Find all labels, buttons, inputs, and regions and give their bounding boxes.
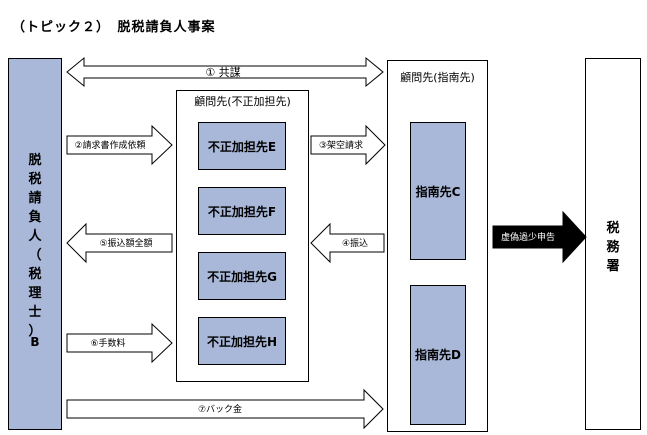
false-report-label: 虚偽過少申告	[501, 231, 555, 243]
tax-evasion-broker-box: 脱 税 請 負 人 （ 税 理 士 ） B	[8, 58, 62, 430]
full-transfer-label: ⑤振込額全額	[99, 237, 152, 249]
fee-label: ⑥手数料	[90, 337, 125, 349]
broker-name: B	[30, 335, 40, 349]
client-c: 指南先C	[410, 122, 466, 260]
intermediary-e: 不正加担先E	[198, 122, 286, 170]
intermediary-group-header: 顧問先(不正加担先)	[194, 95, 291, 108]
kickback-label: ⑦バック金	[198, 403, 242, 415]
invoice-request-label: ②請求書作成依頼	[74, 139, 145, 151]
conspiracy-label: ① 共謀	[205, 65, 240, 79]
transfer-label: ④振込	[342, 237, 368, 249]
broker-label: 脱 税 請 負 人 （ 税 理 士 ）	[28, 153, 42, 339]
fee-arrow	[66, 322, 173, 364]
transfer-arrow	[310, 222, 385, 264]
kickback-arrow	[66, 388, 384, 430]
intermediary-f: 不正加担先F	[198, 187, 286, 235]
full-transfer-arrow	[66, 222, 173, 264]
false-report-arrow	[492, 210, 587, 264]
page-title: （トピック２） 脱税請負人事案	[12, 20, 216, 35]
conspiracy-arrow	[66, 56, 384, 88]
client-group-header: 顧問先(指南先)	[400, 71, 475, 84]
client-d: 指南先D	[410, 285, 466, 425]
fake-billing-label: ③架空請求	[319, 139, 363, 151]
invoice-request-arrow	[66, 124, 173, 166]
tax-office-box: 税 務 署	[585, 58, 641, 430]
tax-office-label: 税 務 署	[606, 221, 620, 274]
fake-billing-arrow	[310, 124, 386, 166]
intermediary-h: 不正加担先H	[198, 317, 286, 365]
intermediary-g: 不正加担先G	[198, 252, 286, 300]
